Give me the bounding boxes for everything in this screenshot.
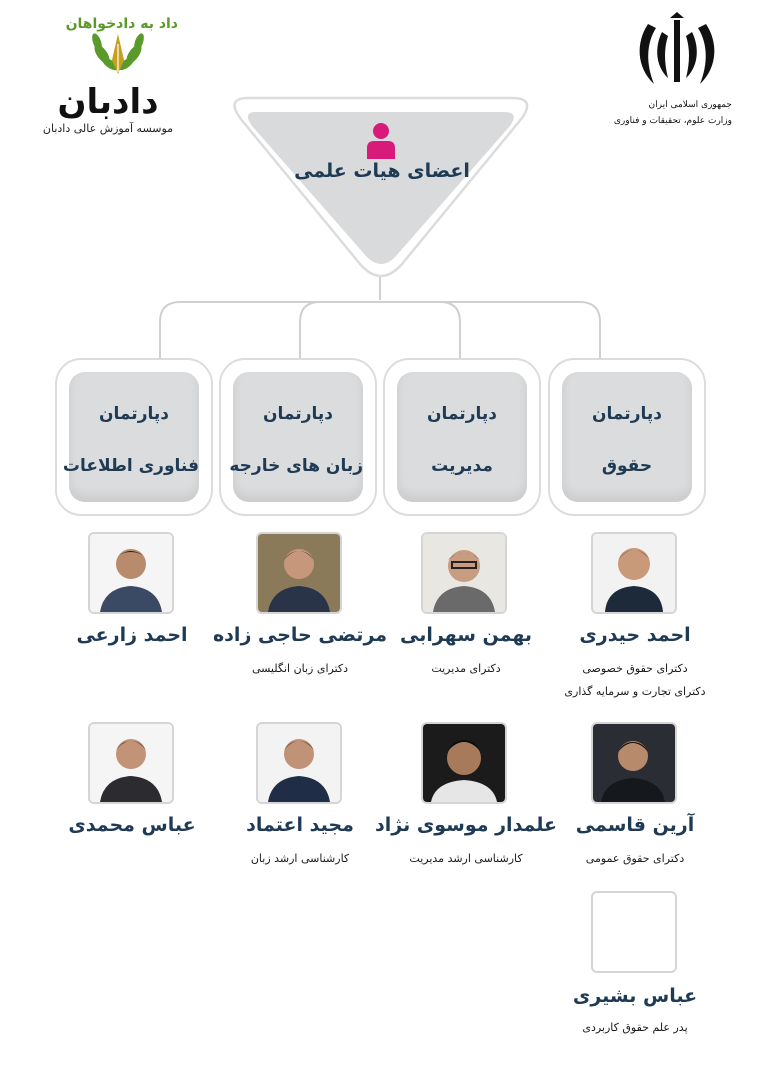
avatar <box>258 534 340 612</box>
member-name: آرین قاسمی <box>575 814 695 836</box>
member-name: مرتضی حاجی زاده <box>212 624 388 646</box>
avatar <box>593 724 675 802</box>
ministry-line-2: وزارت علوم، تحقیقات و فناوری <box>613 116 732 126</box>
member-degree: دکترای حقوق خصوصی <box>582 662 688 675</box>
member-degree: دکترای تجارت و سرمایه گذاری <box>564 685 706 698</box>
department-management: دپارتمان مدیریت <box>383 358 541 516</box>
avatar <box>423 534 505 612</box>
department-label: دپارتمان <box>99 404 169 424</box>
institute-logo: داد به دادخواهان دادبان موسسه آموزش عالی… <box>28 12 198 135</box>
brand-subtitle: موسسه آموزش عالی دادبان <box>42 122 174 135</box>
member-photo <box>421 722 507 804</box>
member-degree: کارشناسی ارشد زبان <box>250 852 350 865</box>
department-law: دپارتمان حقوق <box>548 358 706 516</box>
avatar <box>258 724 340 802</box>
department-it: دپارتمان فناوری اطلاعات <box>55 358 213 516</box>
member-degree: کارشناسی ارشد مدیریت <box>409 852 523 865</box>
department-name: زبان های خارجه <box>229 456 363 476</box>
member-degree: دکترای حقوق عمومی <box>585 852 685 865</box>
department-languages: دپارتمان زبان های خارجه <box>219 358 377 516</box>
root-title: اعضای هیات علمی <box>294 160 470 182</box>
pen-leaf-icon <box>92 33 144 74</box>
brand-slogan: داد به دادخواهان <box>65 16 178 32</box>
avatar <box>90 724 172 802</box>
member-photo-placeholder <box>591 891 677 973</box>
member-photo <box>591 532 677 614</box>
member-photo <box>256 532 342 614</box>
member-photo <box>88 532 174 614</box>
department-label: دپارتمان <box>263 404 333 424</box>
member-photo <box>256 722 342 804</box>
ministry-logo: جمهوری اسلامی ایران وزارت علوم، تحقیقات … <box>614 12 742 132</box>
member-name: عباس بشیری <box>572 985 698 1007</box>
brand-name: دادبان <box>57 82 159 122</box>
member-degree: دکترای زبان انگلیسی <box>251 662 349 675</box>
department-name: حقوق <box>601 456 653 476</box>
avatar <box>593 534 675 612</box>
member-degree: پدر علم حقوق کاربردی <box>582 1021 688 1034</box>
emblem-icon <box>639 12 715 84</box>
member-name: علمدار موسوی نژاد <box>374 814 558 836</box>
member-photo <box>421 532 507 614</box>
avatar <box>90 534 172 612</box>
member-name: بهمن سهرابی <box>399 624 533 646</box>
person-icon <box>367 123 395 159</box>
ministry-line-1: جمهوری اسلامی ایران <box>648 100 733 110</box>
member-degree: دکترای مدیریت <box>431 662 501 675</box>
department-label: دپارتمان <box>427 404 497 424</box>
member-name: عباس محمدی <box>68 814 196 836</box>
department-name: مدیریت <box>431 456 493 476</box>
department-name: فناوری اطلاعات <box>62 456 199 476</box>
member-photo <box>88 722 174 804</box>
member-photo <box>591 722 677 804</box>
member-name: احمد زارعی <box>76 624 188 646</box>
member-name: احمد حیدری <box>579 624 691 646</box>
avatar <box>423 724 505 802</box>
member-name: مجید اعتماد <box>246 814 354 836</box>
department-label: دپارتمان <box>592 404 662 424</box>
